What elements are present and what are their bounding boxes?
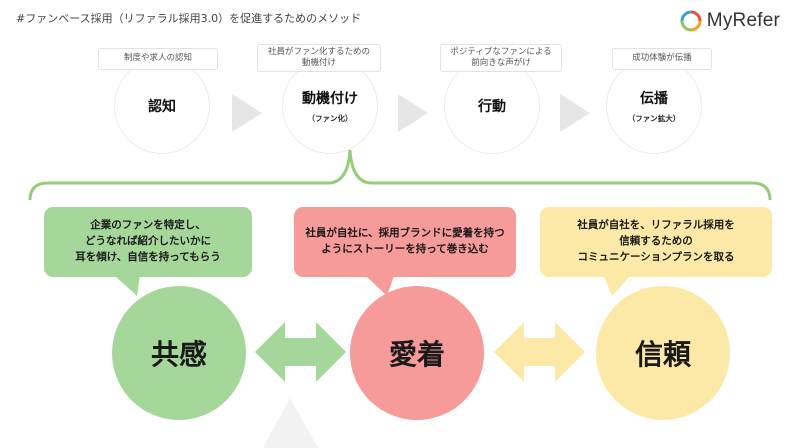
step-title: 動機付け xyxy=(302,91,358,107)
step-arrow-2 xyxy=(398,94,428,132)
myrefer-logo: MyRefer xyxy=(680,8,780,34)
method-circle-attachment: 愛着 xyxy=(350,286,484,420)
step-circle-spread: 伝播 （ファン拡大） xyxy=(606,58,702,154)
step-title: 認知 xyxy=(148,99,176,115)
step-title: 伝播 xyxy=(640,91,668,107)
step-tag-motivation: 社員がファン化するための 動機付け xyxy=(257,44,381,72)
myrefer-logo-icon xyxy=(680,10,702,32)
page-title: #ファンベース採用（リファラル採用3.0）を促進するためのメソッド xyxy=(16,12,362,25)
step-subtitle: （ファン化） xyxy=(307,114,353,123)
step-circle-action: 行動 xyxy=(444,58,540,154)
step-title: 行動 xyxy=(478,99,506,115)
bottom-up-arrow xyxy=(263,398,318,448)
logo-text: MyRefer xyxy=(706,10,780,31)
step-arrow-1 xyxy=(232,94,262,132)
bubble-empathy: 企業のファンを特定し、 どうなれば紹介したいかに 耳を傾け、自信を持ってもらう xyxy=(44,207,252,277)
step-tag-action: ポジティブなファンによる 前向きな声がけ xyxy=(440,44,562,72)
step-tag-spread: 成功体験が伝播 xyxy=(612,48,712,70)
step-arrow-3 xyxy=(560,94,590,132)
step-tag-awareness: 制度や求人の認知 xyxy=(98,48,218,70)
step-circle-awareness: 認知 xyxy=(114,58,210,154)
step-subtitle: （ファン拡大） xyxy=(627,114,681,123)
bubble-trust: 社員が自社を、リファラル採用を 信頼するための コミュニケーションプランを取る xyxy=(540,207,772,277)
method-circle-empathy: 共感 xyxy=(112,286,246,420)
step-circle-motivation: 動機付け （ファン化） xyxy=(282,58,378,154)
method-circle-trust: 信頼 xyxy=(596,286,730,420)
bubble-attachment: 社員が自社に、採用ブランドに愛着を持つ ようにストーリーを持って巻き込む xyxy=(294,207,516,277)
